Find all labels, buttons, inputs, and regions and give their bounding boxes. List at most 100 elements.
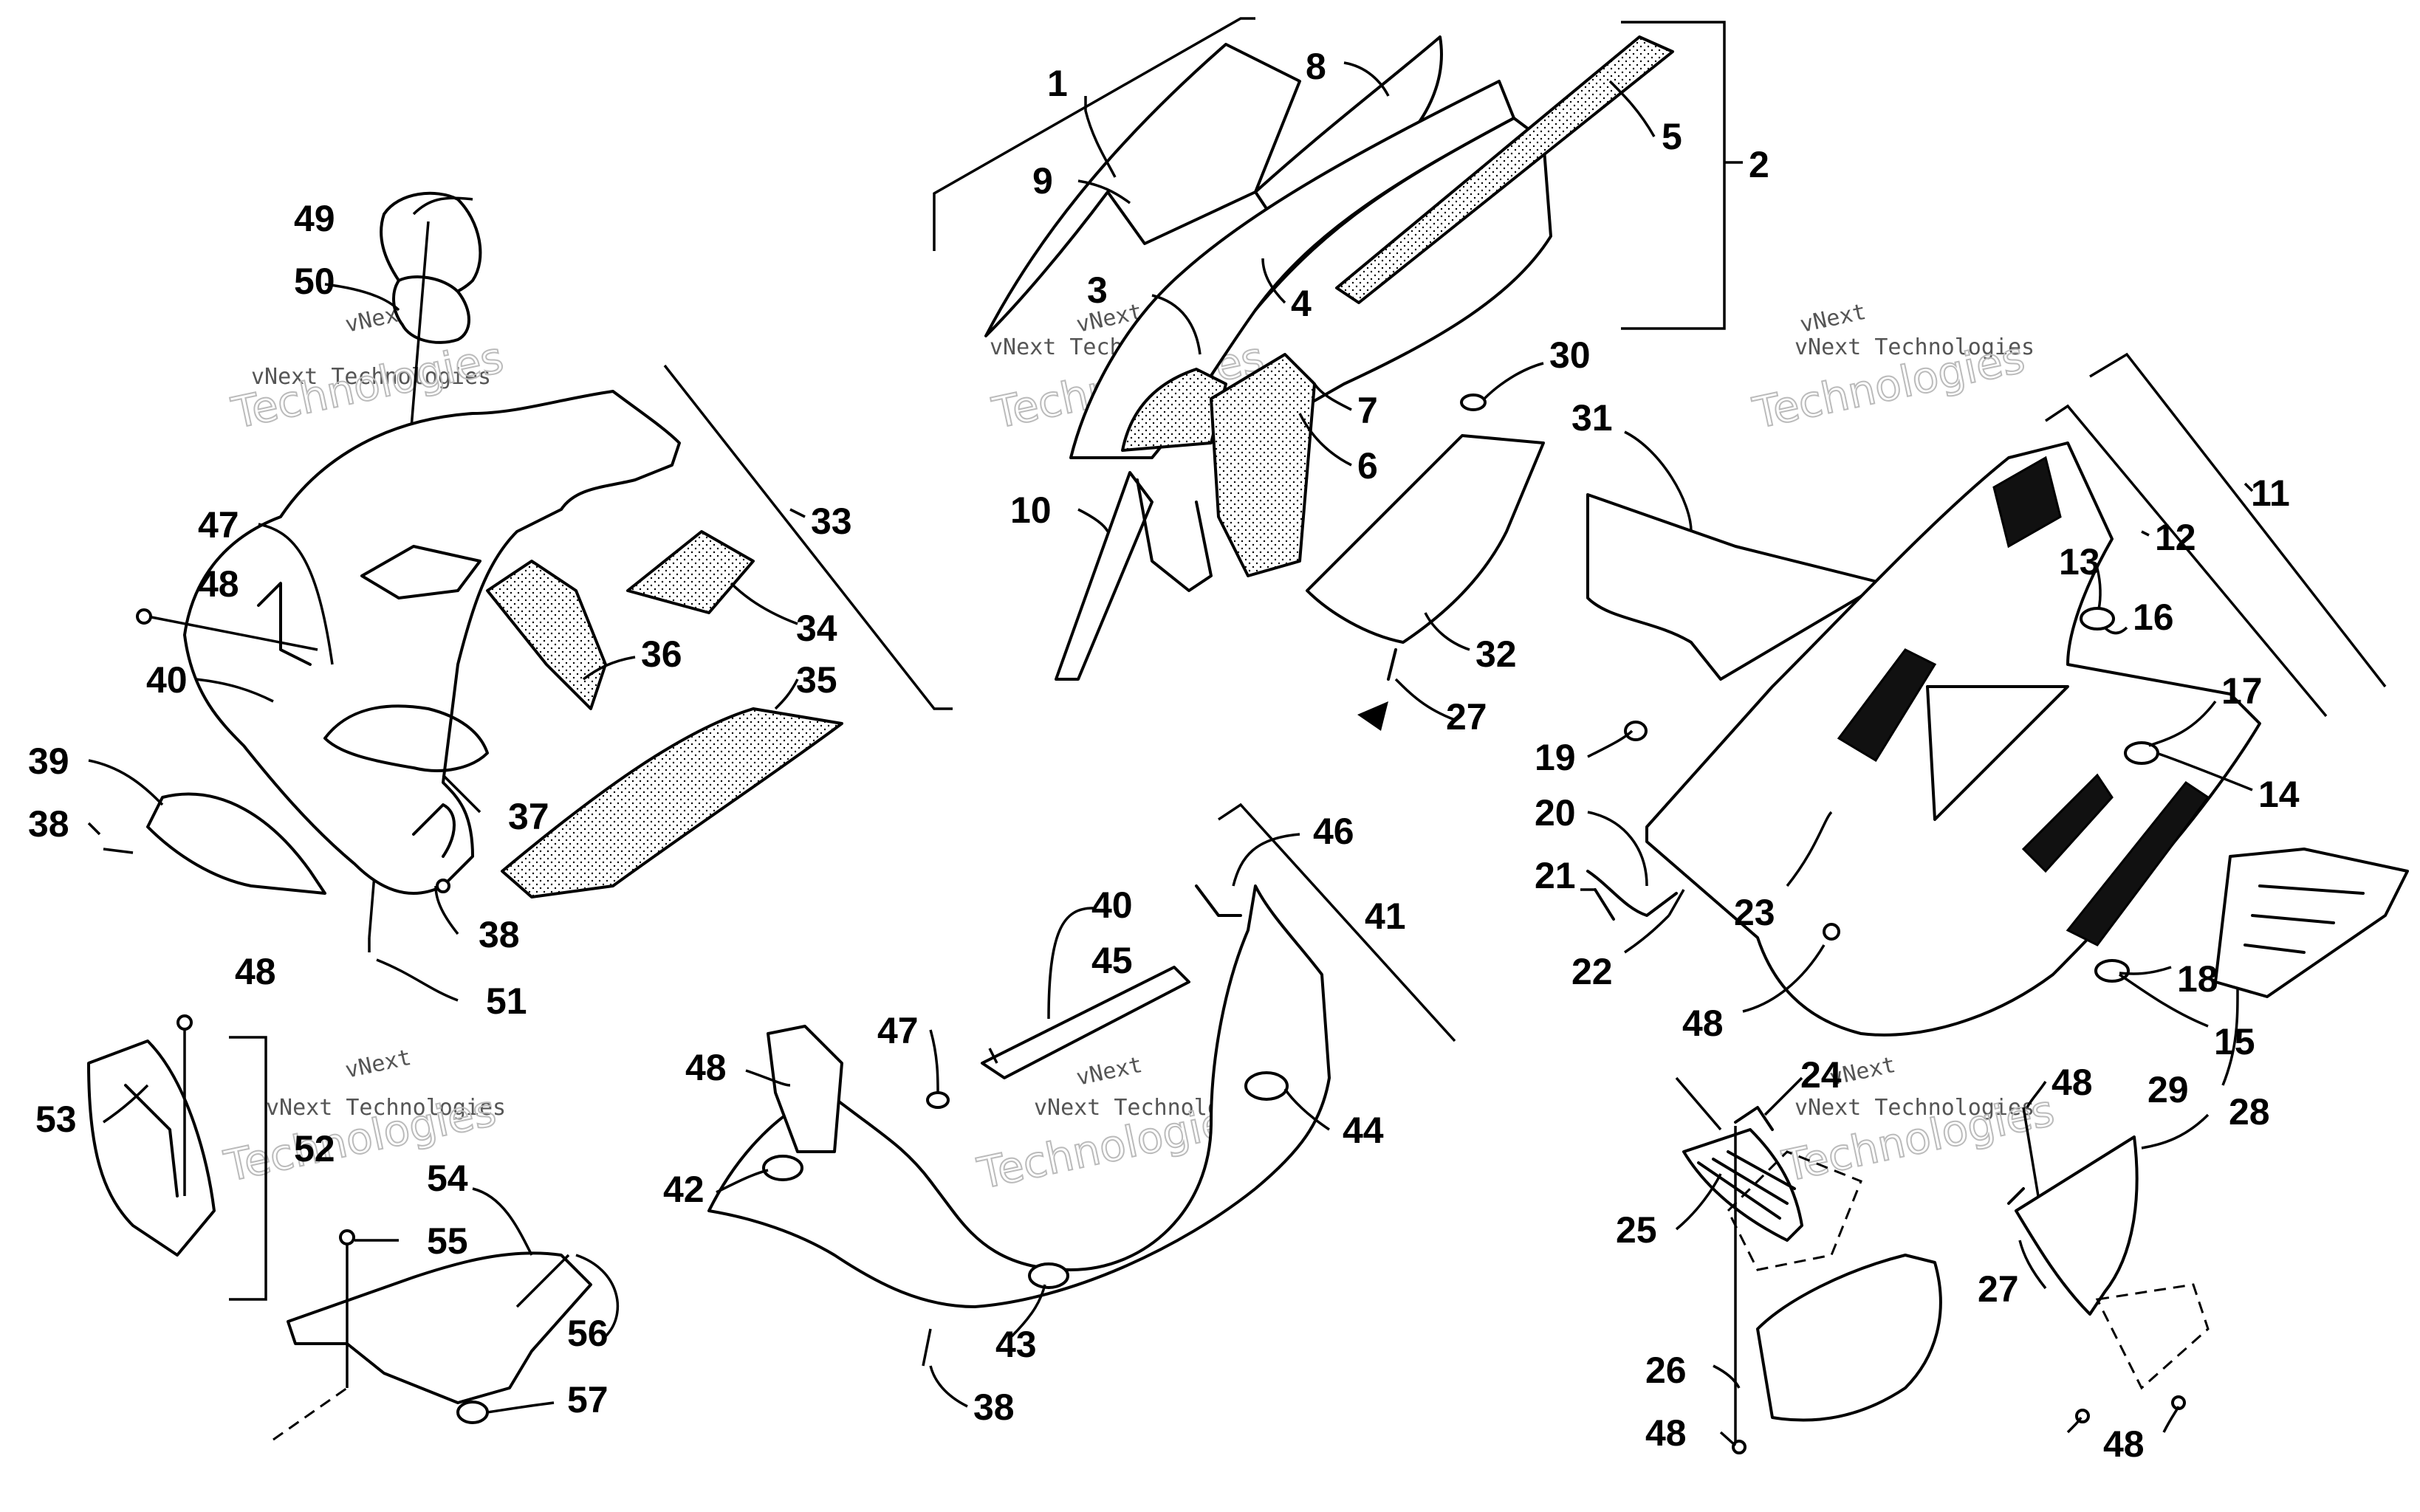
leader-40 xyxy=(195,678,274,703)
leader-7 xyxy=(1313,382,1352,411)
callout-47-a: 47 xyxy=(198,504,239,546)
cover-54 xyxy=(287,1251,592,1404)
leader-14 xyxy=(2156,752,2253,791)
callout-7: 7 xyxy=(1357,390,1378,431)
leader-48-r xyxy=(1742,944,1826,1013)
callout-29: 29 xyxy=(2148,1069,2189,1110)
gauge-opening xyxy=(323,704,489,772)
dash-vent xyxy=(360,545,481,599)
graphic-stripe-2 xyxy=(1992,456,2062,549)
foam-strip-5 xyxy=(1335,35,1674,304)
leader-11 xyxy=(2244,482,2254,492)
leader-48-f xyxy=(2162,1406,2180,1433)
callout-54: 54 xyxy=(427,1158,468,1199)
callout-49: 49 xyxy=(294,198,335,239)
watermark-1-line2: vNext Technologies xyxy=(251,364,491,390)
clip-30 xyxy=(1460,394,1487,411)
callout-48-c: 48 xyxy=(685,1047,727,1088)
leader-27b xyxy=(2018,1240,2047,1290)
leader-30 xyxy=(1483,362,1544,400)
pin-38-lower xyxy=(436,879,450,893)
leader-36 xyxy=(582,656,636,681)
leader-17 xyxy=(2148,700,2217,747)
callout-53: 53 xyxy=(35,1099,77,1140)
grille-29-slats xyxy=(2244,884,2365,954)
callout-28: 28 xyxy=(2229,1091,2270,1133)
callout-56: 56 xyxy=(567,1313,609,1354)
callout-15: 15 xyxy=(2214,1021,2255,1062)
screw-55-head xyxy=(339,1229,355,1245)
bracket-47 xyxy=(257,582,312,666)
pin-38-lower-console xyxy=(922,1328,932,1367)
leader-4 xyxy=(1261,258,1286,304)
scoop-26 xyxy=(1756,1254,1942,1422)
leader-39 xyxy=(88,759,164,806)
clip-27b xyxy=(2007,1187,2025,1205)
callout-8: 8 xyxy=(1306,46,1326,87)
grommet-57 xyxy=(456,1401,489,1424)
clip-47-lower xyxy=(926,1091,950,1109)
leader-43 xyxy=(1010,1284,1046,1338)
foam-13 xyxy=(2080,607,2115,630)
leader-48-e xyxy=(2066,1417,2083,1434)
leader-29 xyxy=(2221,989,2239,1086)
clip-22 xyxy=(1667,889,1685,916)
leader-46 xyxy=(1232,833,1300,887)
trim-45 xyxy=(981,966,1190,1079)
cover-28 xyxy=(2015,1135,2139,1316)
leader-18 xyxy=(2119,966,2172,975)
bracket-48-lower xyxy=(767,1025,843,1153)
callout-25: 25 xyxy=(1616,1209,1657,1251)
callout-3: 3 xyxy=(1087,269,1108,311)
leader-38-a xyxy=(434,885,459,935)
graphic-stripe-1 xyxy=(1837,648,1937,763)
callout-44: 44 xyxy=(1343,1110,1384,1151)
leader-54 xyxy=(472,1187,533,1256)
leader-38-b xyxy=(87,822,101,836)
callout-20: 20 xyxy=(1535,792,1576,834)
callout-38-b: 38 xyxy=(479,914,520,955)
screw-48-br2 xyxy=(2022,1107,2040,1197)
callout-10: 10 xyxy=(1010,489,1052,531)
callout-11: 11 xyxy=(2251,472,2290,514)
leader-25 xyxy=(1675,1173,1722,1231)
screw-48-head xyxy=(136,608,152,625)
leader-49 xyxy=(412,196,473,216)
leader-44 xyxy=(1283,1088,1330,1131)
callout-45: 45 xyxy=(1091,940,1133,981)
clip-56 xyxy=(515,1254,570,1308)
callout-31: 31 xyxy=(1571,397,1613,439)
leader-19 xyxy=(1587,729,1634,758)
callout-12: 12 xyxy=(2155,517,2196,558)
graphic-stripe-4 xyxy=(2066,780,2210,946)
graphic-stripe-3 xyxy=(2021,773,2114,873)
callout-4: 4 xyxy=(1291,283,1312,324)
foam-44 xyxy=(1244,1071,1289,1101)
callout-5: 5 xyxy=(1662,116,1682,157)
leader-26 xyxy=(1713,1364,1741,1389)
side-panel-right xyxy=(1580,352,2409,1086)
callout-9: 9 xyxy=(1032,160,1053,202)
callout-1: 1 xyxy=(1047,63,1068,104)
bracket-2 xyxy=(1621,21,1726,330)
clip-46 xyxy=(1195,884,1242,917)
callout-33: 33 xyxy=(811,501,852,542)
callout-19: 19 xyxy=(1535,737,1576,778)
leader-24 xyxy=(1763,1076,1803,1116)
leader-34 xyxy=(730,582,798,625)
callout-57: 57 xyxy=(567,1379,609,1420)
callout-labels: 1 2 3 4 5 6 7 8 9 10 11 12 13 14 15 16 1… xyxy=(28,46,2300,1465)
leader-8 xyxy=(1343,61,1390,97)
leader-23 xyxy=(1786,811,1833,887)
leader-22 xyxy=(1624,914,1670,954)
pin-38-left xyxy=(103,848,134,854)
windshield-4 xyxy=(1069,80,1515,459)
leader-10 xyxy=(1077,508,1109,532)
callout-30: 30 xyxy=(1549,334,1591,376)
callout-55: 55 xyxy=(427,1220,468,1262)
callout-48-e: 48 xyxy=(2051,1062,2093,1103)
watermark-3-line1: vNext xyxy=(1797,299,1868,338)
watermark-4-line2: vNext Technologies xyxy=(266,1095,506,1121)
cover-39 xyxy=(146,792,326,895)
callout-50: 50 xyxy=(294,261,335,302)
